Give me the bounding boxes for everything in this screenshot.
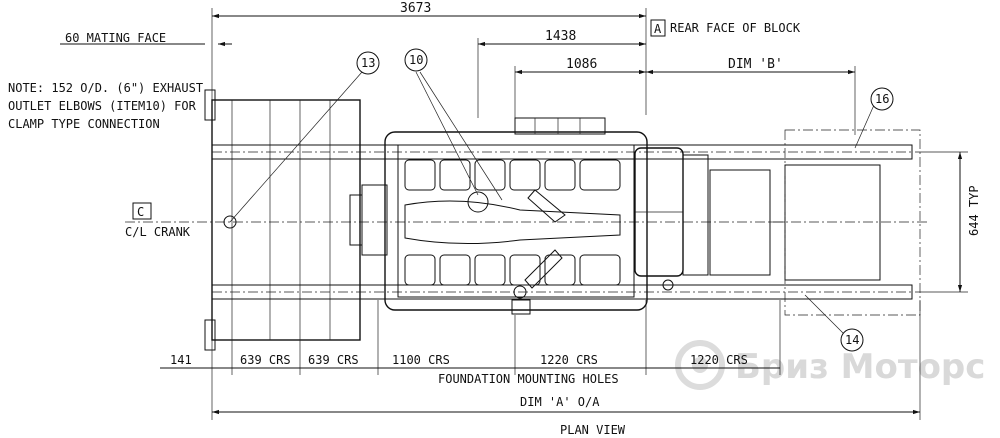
crank-label: C C/L CRANK bbox=[125, 202, 930, 239]
dim-1438: 1438 bbox=[545, 29, 576, 44]
rear-face-tag: A bbox=[654, 22, 662, 36]
dim-1086: 1086 bbox=[566, 57, 597, 72]
watermark: Бриз Моторс bbox=[675, 340, 985, 390]
svg-text:13: 13 bbox=[361, 56, 375, 70]
balloon-13: 13 bbox=[229, 51, 380, 223]
flywheel-housing bbox=[634, 147, 709, 291]
dim-a: DIM 'A' O/A bbox=[520, 395, 600, 409]
note-line-1: NOTE: 152 O/D. (6") EXHAUST bbox=[8, 81, 203, 95]
foundation-label: FOUNDATION MOUNTING HOLES bbox=[438, 372, 619, 386]
note-line-2: OUTLET ELBOWS (ITEM10) FOR bbox=[8, 99, 197, 113]
svg-text:14: 14 bbox=[845, 333, 859, 347]
balloon-14: 14 bbox=[804, 294, 864, 352]
dim-644: 644 TYP bbox=[915, 151, 981, 293]
view-title: PLAN VIEW bbox=[560, 423, 626, 437]
svg-text:16: 16 bbox=[875, 92, 889, 106]
rear-face-tag-box bbox=[650, 19, 666, 37]
balloon-10: 10 bbox=[404, 48, 503, 201]
bottom-dimensions: 141 639 CRS 639 CRS 1100 CRS 1220 CRS 12… bbox=[160, 300, 921, 437]
dim-crs-3: 1100 CRS bbox=[392, 353, 450, 367]
exhaust-note: NOTE: 152 O/D. (6") EXHAUST OUTLET ELBOW… bbox=[8, 81, 203, 131]
engine-block bbox=[349, 117, 648, 315]
balloon-16: 16 bbox=[854, 87, 894, 149]
dim-crs-2: 639 CRS bbox=[308, 353, 359, 367]
rear-face-label: REAR FACE OF BLOCK bbox=[670, 21, 801, 35]
svg-text:10: 10 bbox=[409, 53, 423, 67]
note-line-3: CLAMP TYPE CONNECTION bbox=[8, 117, 160, 131]
dim-644-text: 644 TYP bbox=[967, 185, 981, 236]
crank-tag: C bbox=[137, 205, 144, 219]
radiator-section bbox=[709, 129, 921, 316]
dim-crs-1: 639 CRS bbox=[240, 353, 291, 367]
dim-b: DIM 'B' bbox=[728, 57, 783, 72]
watermark-text: Бриз Моторс bbox=[735, 347, 985, 387]
alternator-frame bbox=[204, 89, 361, 351]
dim-crs-5: 1220 CRS bbox=[690, 353, 748, 367]
dim-overall: 3673 bbox=[400, 1, 431, 16]
dim-mating-face: 60 MATING FACE bbox=[65, 31, 166, 45]
dim-crs-4: 1220 CRS bbox=[540, 353, 598, 367]
dim-141: 141 bbox=[170, 353, 192, 367]
top-dimensions: 3673 60 MATING FACE 1438 A REAR FACE OF … bbox=[60, 1, 856, 135]
crank-text: C/L CRANK bbox=[125, 225, 191, 239]
